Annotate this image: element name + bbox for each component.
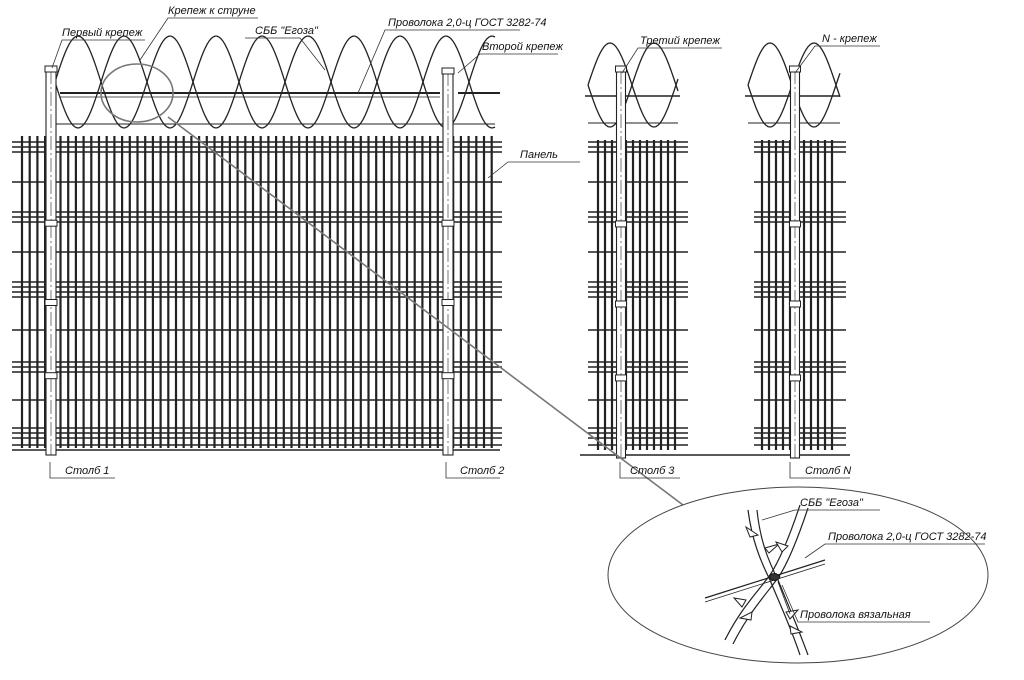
post-clamp <box>615 300 627 308</box>
post-cap <box>441 67 455 75</box>
detail-view-ellipse <box>607 486 989 664</box>
post-cap <box>44 65 58 73</box>
label-detail-wire: Проволока 2,0-ц ГОСТ 3282-74 <box>828 531 986 543</box>
post-clamp <box>789 374 801 382</box>
detail-razor-tape <box>704 504 826 656</box>
label-n-fastener: N - крепеж <box>822 33 877 45</box>
coil-loop-lower <box>587 42 679 128</box>
label-detail-binding: Проволока вязальная <box>800 609 911 621</box>
coil-loop-upper <box>587 42 679 128</box>
label-first-fastener: Первый крепеж <box>62 27 143 39</box>
label-post-2: Столб 2 <box>460 465 504 477</box>
label-second-fastener: Второй крепеж <box>482 41 563 53</box>
post-cap <box>789 65 801 73</box>
label-post-1: Столб 1 <box>65 465 109 477</box>
post-clamp <box>44 299 58 306</box>
label-panel: Панель <box>520 149 558 161</box>
post-clamp <box>789 220 801 228</box>
label-sbb-egoza: СББ "Егоза" <box>255 25 319 37</box>
callout-marker-small <box>100 63 174 123</box>
post-clamp <box>44 372 58 380</box>
post-clamp <box>44 219 58 227</box>
posts <box>44 65 801 459</box>
label-string-fastener: Крепеж к струне <box>168 5 256 17</box>
mesh-panel-main <box>12 136 502 448</box>
post-clamp <box>441 299 455 306</box>
post-clamp <box>441 372 455 380</box>
label-post-n: Столб N <box>805 465 851 477</box>
ground-lines <box>12 449 850 456</box>
detail-callout <box>100 63 989 664</box>
label-third-fastener: Третий крепеж <box>640 35 720 47</box>
post-clamp <box>441 219 455 227</box>
mesh-panel-third <box>588 140 688 450</box>
labels: Первый крепеж Крепеж к струне СББ "Егоза… <box>62 5 986 621</box>
post-clamp <box>615 374 627 382</box>
coil-loop-upper <box>54 35 496 129</box>
razor-coil-main <box>54 35 496 129</box>
post-clamp <box>615 220 627 228</box>
leader-lines <box>49 17 985 623</box>
label-wire-top: Проволока 2,0-ц ГОСТ 3282-74 <box>388 17 546 29</box>
label-post-3: Столб 3 <box>630 465 675 477</box>
post-clamp <box>789 300 801 308</box>
callout-leader <box>167 116 684 506</box>
post-cap <box>615 65 627 73</box>
razor-coil-third <box>587 42 679 128</box>
label-detail-sbb: СББ "Егоза" <box>800 497 864 509</box>
coil-loop-lower <box>54 35 496 129</box>
